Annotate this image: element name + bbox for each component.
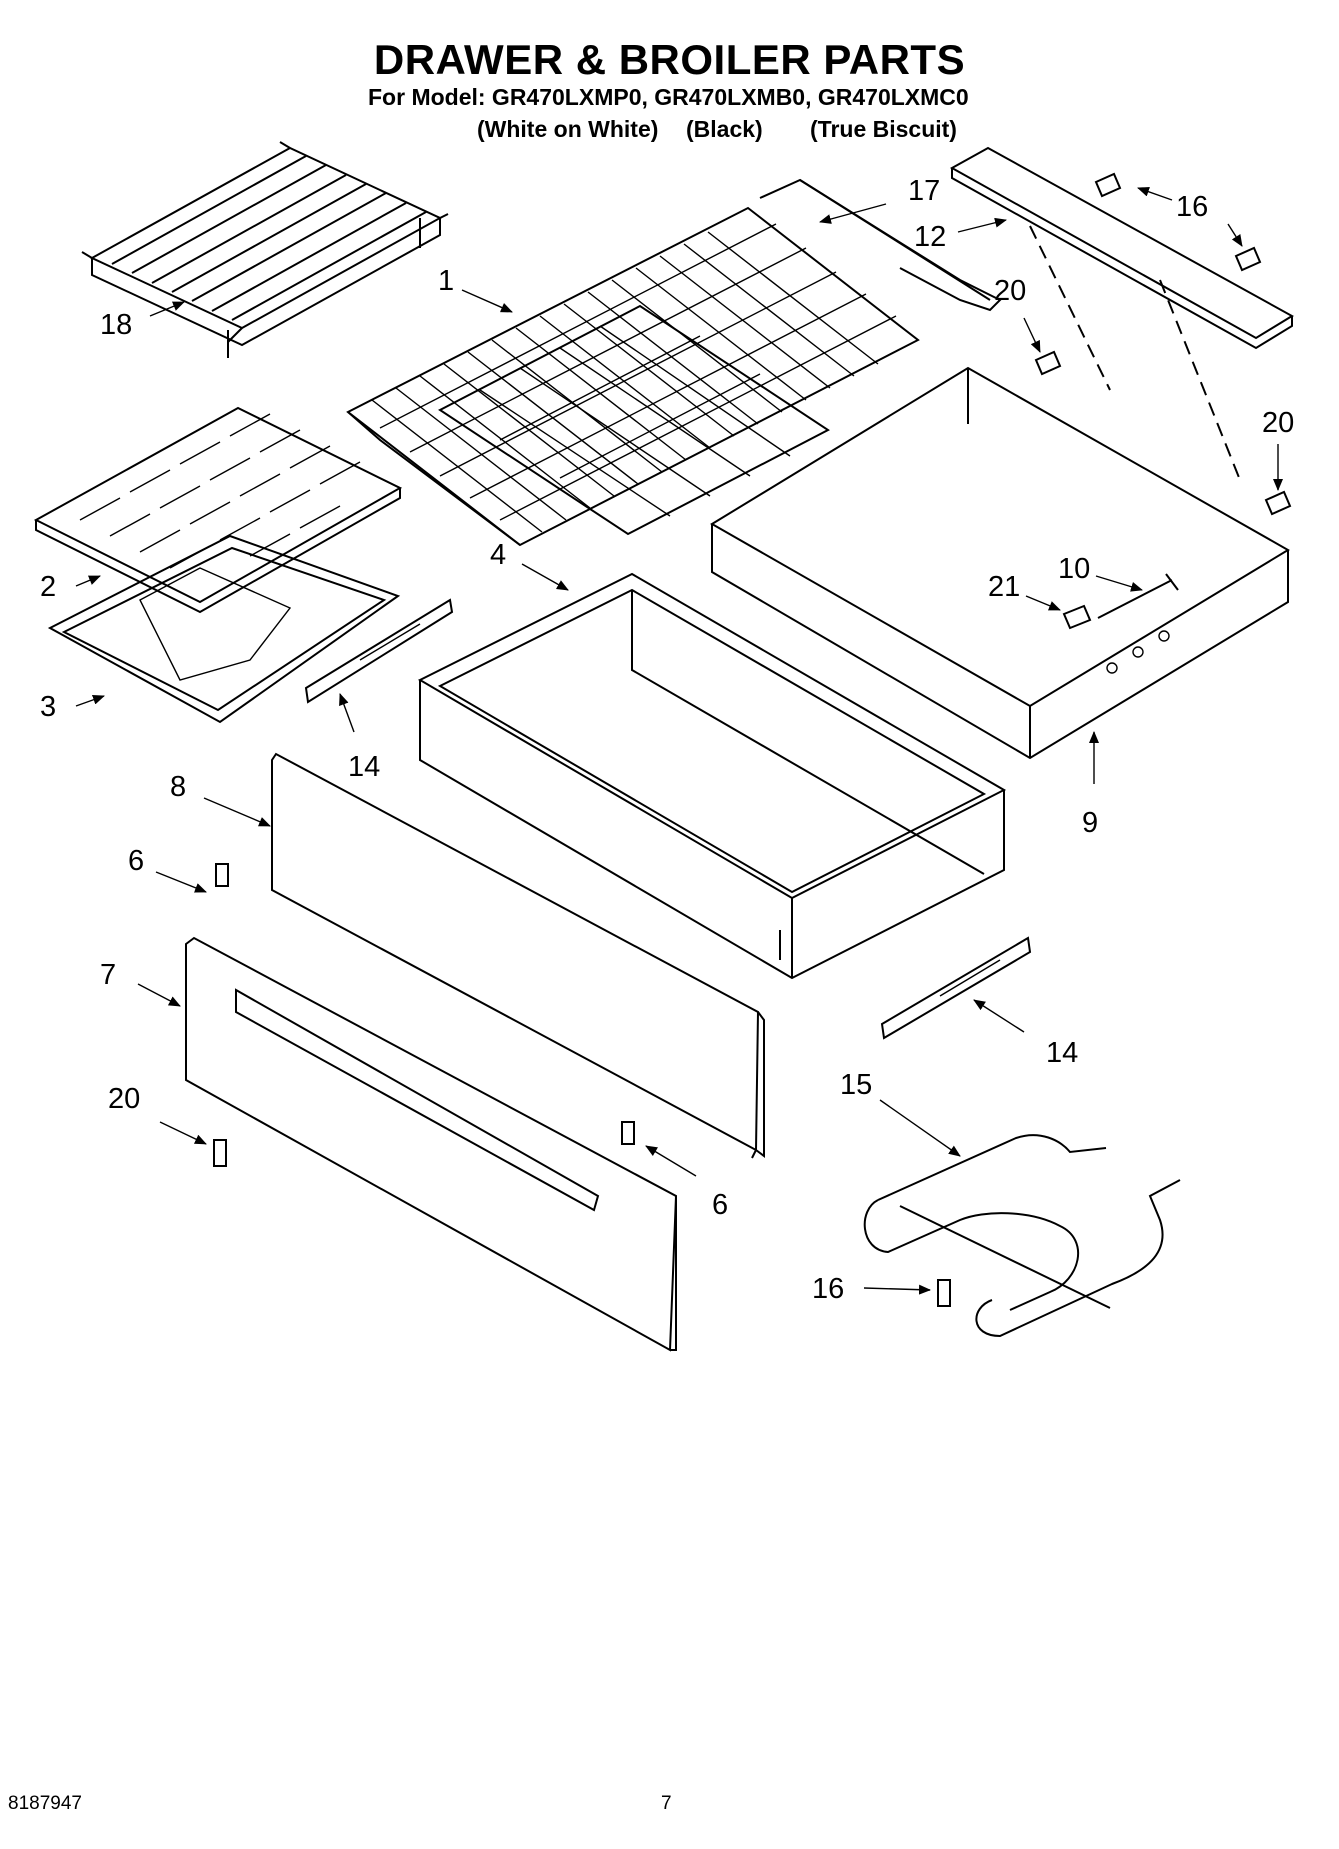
part-18-broiler-rack: [81, 141, 449, 358]
color-label-black: (Black): [686, 116, 763, 142]
page-title: DRAWER & BROILER PARTS: [373, 36, 966, 83]
callout-18: 18: [100, 309, 132, 341]
part-7-outer-drawer-front: [185, 936, 678, 1352]
page-number: 7: [661, 1793, 672, 1814]
part-9-drawer-support: [710, 366, 1290, 760]
callout-15: 15: [840, 1069, 872, 1101]
callout-16-bottom: 16: [812, 1273, 844, 1305]
screw-6-right: [621, 1121, 635, 1145]
callout-17: 17: [908, 175, 940, 207]
callout-1: 1: [438, 265, 454, 297]
screw-16-top: [1094, 172, 1122, 198]
part-12-top-rail: [949, 146, 1294, 481]
part-14-lower-slide: [880, 936, 1032, 1040]
part-8-drawer-front-panel: [271, 752, 765, 1159]
callout-8: 8: [170, 771, 186, 803]
callout-6-right: 6: [712, 1189, 728, 1221]
part-14-upper-slide: [304, 598, 454, 704]
callout-21: 21: [988, 571, 1020, 603]
part-17-broil-rack: [759, 178, 1002, 312]
screw-20-c: [213, 1139, 227, 1167]
callout-14-upper: 14: [348, 751, 380, 783]
callout-4: 4: [490, 539, 506, 571]
fasteners: [213, 172, 1292, 1307]
doc-number: 8187947: [8, 1793, 82, 1814]
screw-16-bottom: [937, 1279, 951, 1307]
callout-6-left: 6: [128, 845, 144, 877]
callout-12: 12: [914, 221, 946, 253]
part-4-drawer: [417, 572, 1007, 980]
screw-20-b: [1264, 490, 1292, 516]
part-3-broiler-pan: [47, 534, 401, 724]
part-10-pin: [1097, 573, 1179, 619]
callout-3: 3: [40, 691, 56, 723]
screw-21: [1062, 604, 1092, 630]
callout-20-c: 20: [108, 1083, 140, 1115]
callout-20-b: 20: [1262, 407, 1294, 439]
callout-10: 10: [1058, 553, 1090, 585]
callout-7: 7: [100, 959, 116, 991]
part-2-broiler-grid: [33, 406, 403, 614]
callout-14-lower: 14: [1046, 1037, 1078, 1069]
color-label-biscuit: (True Biscuit): [810, 116, 957, 142]
callout-20-a: 20: [994, 275, 1026, 307]
color-label-white: (White on White): [477, 116, 659, 142]
callout-labels: 18 1 17 12 16 20 20 2 3 4 10 21 14 8 9 6…: [40, 175, 1294, 1305]
callout-16-top: 16: [1176, 191, 1208, 223]
screw-16-right: [1234, 246, 1262, 272]
part-15-element: [863, 1134, 1181, 1338]
screw-20-a: [1034, 350, 1062, 376]
model-subtitle: For Model: GR470LXMP0, GR470LXMB0, GR470…: [368, 84, 969, 110]
leader-arrows: [75, 186, 1283, 1295]
part-1-oven-rack: [346, 206, 920, 547]
callout-2: 2: [40, 571, 56, 603]
screw-6-left: [215, 863, 229, 887]
callout-9: 9: [1082, 807, 1098, 839]
